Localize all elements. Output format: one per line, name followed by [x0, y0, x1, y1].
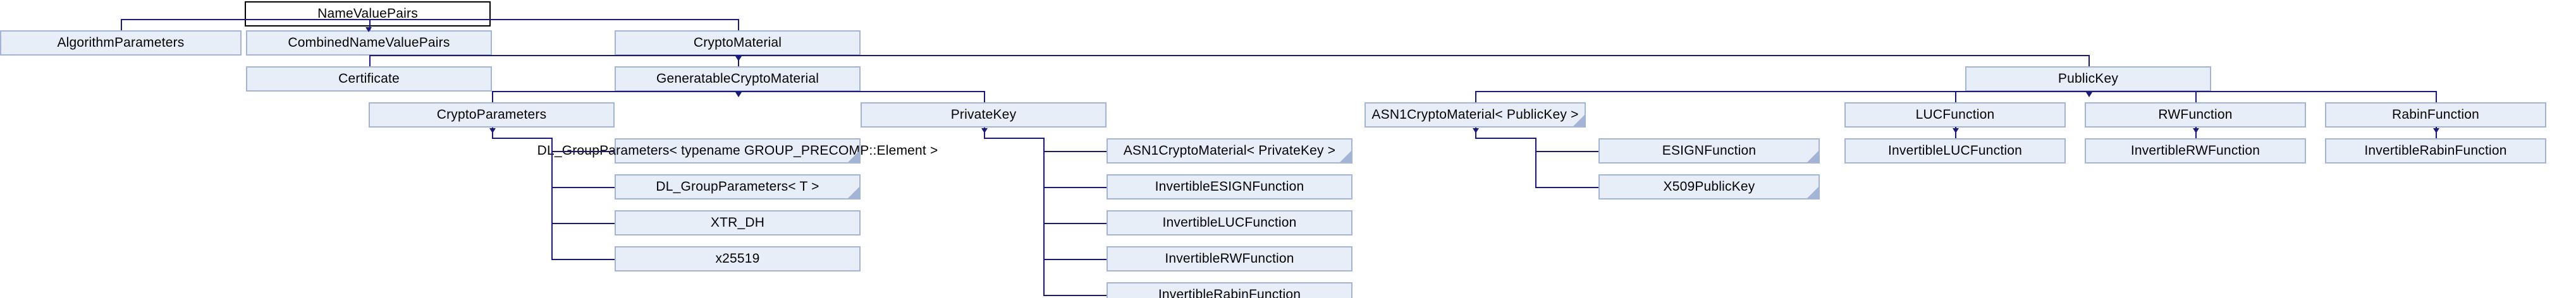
class-node-cryptomaterial[interactable]: CryptoMaterial — [615, 30, 861, 56]
edge-branch-n0-0 — [121, 19, 122, 30]
class-node-label: CombinedNameValuePairs — [288, 35, 450, 50]
edge-branch-n8-2 — [1043, 223, 1107, 224]
inheritance-arrow-n6 — [2085, 92, 2092, 97]
class-node-algorithmparameters[interactable]: AlgorithmParameters — [0, 30, 242, 56]
edge-branch-n3-0 — [369, 55, 371, 66]
class-node-label: DL_GroupParameters< typename GROUP_PRECO… — [537, 143, 938, 158]
edge-branch-n0-2 — [737, 19, 739, 30]
class-node-privatekey[interactable]: PrivateKey — [861, 102, 1107, 128]
class-node-publickey[interactable]: PublicKey — [1965, 66, 2211, 92]
class-node-label: InvertibleRWFunction — [2130, 143, 2260, 158]
edge-branch-n9-1 — [1535, 187, 1598, 188]
edge-branch-n7-0 — [551, 151, 615, 152]
class-node-asn1cryptomaterial-privatekey[interactable]: ASN1CryptoMaterial< PrivateKey > — [1107, 138, 1352, 164]
inheritance-arrow-n0 — [365, 27, 372, 32]
class-node-label: InvertibleLUCFunction — [1162, 215, 1297, 230]
class-node-xtr-dh[interactable]: XTR_DH — [615, 210, 861, 235]
class-node-label: x25519 — [715, 251, 760, 266]
class-node-certificate[interactable]: Certificate — [246, 66, 492, 92]
edge-branch-n6-1 — [1955, 91, 1956, 102]
edge-rail-n9 — [1535, 138, 1536, 187]
class-node-generatablecryptomaterial[interactable]: GeneratableCryptoMaterial — [615, 66, 861, 92]
class-node-x509publickey[interactable]: X509PublicKey — [1598, 174, 1820, 200]
class-node-label: NameValuePairs — [317, 6, 418, 21]
class-node-label: GeneratableCryptoMaterial — [656, 71, 819, 86]
edge-bus-n8 — [983, 138, 1045, 139]
edge-branch-n5-1 — [983, 91, 985, 102]
edge-rail-n7 — [551, 138, 553, 259]
class-node-label: ASN1CryptoMaterial< PrivateKey > — [1123, 143, 1336, 158]
edge-branch-n8-0 — [1043, 151, 1107, 152]
class-node-invertiblerwfunction[interactable]: InvertibleRWFunction — [2085, 138, 2306, 164]
class-node-invertiblelucfunction[interactable]: InvertibleLUCFunction — [1107, 210, 1352, 235]
inheritance-arrow-n7 — [489, 128, 496, 133]
class-node-invertiblerwfunction[interactable]: InvertibleRWFunction — [1107, 246, 1352, 271]
class-node-asn1cryptomaterial-publickey[interactable]: ASN1CryptoMaterial< PublicKey > — [1365, 102, 1586, 128]
class-node-label: InvertibleESIGNFunction — [1155, 179, 1304, 194]
edge-branch-n6-0 — [1475, 91, 1476, 102]
class-node-label: LUCFunction — [1915, 107, 1995, 122]
class-node-invertibleesignfunction[interactable]: InvertibleESIGNFunction — [1107, 174, 1352, 200]
class-node-label: Certificate — [338, 71, 400, 86]
class-node-cryptoparameters[interactable]: CryptoParameters — [369, 102, 615, 128]
class-node-rwfunction[interactable]: RWFunction — [2085, 102, 2306, 128]
class-node-label: InvertibleRWFunction — [1165, 251, 1294, 266]
edge-branch-n7-2 — [551, 223, 615, 224]
class-node-label: X509PublicKey — [1663, 179, 1755, 194]
class-node-label: XTR_DH — [710, 215, 765, 230]
class-node-label: PublicKey — [2058, 71, 2119, 86]
edge-bus-n9 — [1475, 138, 1536, 139]
class-node-rabinfunction[interactable]: RabinFunction — [2325, 102, 2546, 128]
edge-branch-n7-1 — [551, 187, 615, 188]
edge-branch-n8-4 — [1043, 295, 1107, 296]
class-node-invertiblerabinfunction[interactable]: InvertibleRabinFunction — [2325, 138, 2546, 164]
class-node-label: ASN1CryptoMaterial< PublicKey > — [1371, 107, 1579, 122]
class-node-label: InvertibleRabinFunction — [1158, 287, 1301, 298]
class-node-esignfunction[interactable]: ESIGNFunction — [1598, 138, 1820, 164]
class-node-label: RWFunction — [2158, 107, 2233, 122]
class-node-combinednamevaluepairs[interactable]: CombinedNameValuePairs — [246, 30, 492, 56]
edge-branch-n8-3 — [1043, 259, 1107, 260]
class-node-lucfunction[interactable]: LUCFunction — [1844, 102, 2066, 128]
inheritance-arrow-n12 — [2433, 128, 2439, 133]
class-node-label: InvertibleRabinFunction — [2364, 143, 2507, 158]
edge-branch-n9-0 — [1535, 151, 1598, 152]
edge-branch-n5-0 — [491, 91, 493, 102]
edge-branch-n6-2 — [2195, 91, 2197, 102]
edge-branch-n8-1 — [1043, 187, 1107, 188]
class-node-label: RabinFunction — [2391, 107, 2479, 122]
inheritance-arrow-n3 — [735, 56, 742, 61]
class-node-label: AlgorithmParameters — [57, 35, 185, 50]
inheritance-arrow-n8 — [981, 128, 988, 133]
class-node-label: InvertibleLUCFunction — [1888, 143, 2022, 158]
class-node-dl-groupparameters-t[interactable]: DL_GroupParameters< T > — [615, 174, 861, 200]
inheritance-arrow-n11 — [2193, 128, 2199, 133]
inheritance-arrow-n9 — [1473, 128, 1479, 133]
edge-bus-n5 — [491, 91, 985, 92]
class-node-namevaluepairs[interactable]: NameValuePairs — [245, 1, 491, 27]
edge-bus-n7 — [491, 138, 553, 139]
inheritance-arrow-n10 — [1953, 128, 1959, 133]
edge-branch-n7-3 — [551, 259, 615, 260]
class-node-label: PrivateKey — [950, 107, 1017, 122]
class-node-invertiblelucfunction[interactable]: InvertibleLUCFunction — [1844, 138, 2066, 164]
edge-branch-n3-2 — [2088, 55, 2090, 66]
class-node-label: ESIGNFunction — [1662, 143, 1757, 158]
class-node-invertiblerabinfunction[interactable]: InvertibleRabinFunction — [1107, 282, 1352, 298]
class-node-label: CryptoParameters — [436, 107, 547, 122]
class-node-label: CryptoMaterial — [693, 35, 782, 50]
edge-branch-n0-1 — [369, 19, 371, 30]
inheritance-arrow-n5 — [735, 92, 742, 97]
edge-branch-n6-3 — [2436, 91, 2437, 102]
class-node-label: DL_GroupParameters< T > — [656, 179, 819, 194]
edge-bus-n3 — [369, 55, 2090, 56]
class-node-dl-groupparameters-typename-group-precomp-element[interactable]: DL_GroupParameters< typename GROUP_PRECO… — [537, 138, 938, 164]
edge-bus-n0 — [121, 19, 739, 20]
class-node-x25519[interactable]: x25519 — [615, 246, 861, 271]
edge-rail-n8 — [1043, 138, 1045, 295]
